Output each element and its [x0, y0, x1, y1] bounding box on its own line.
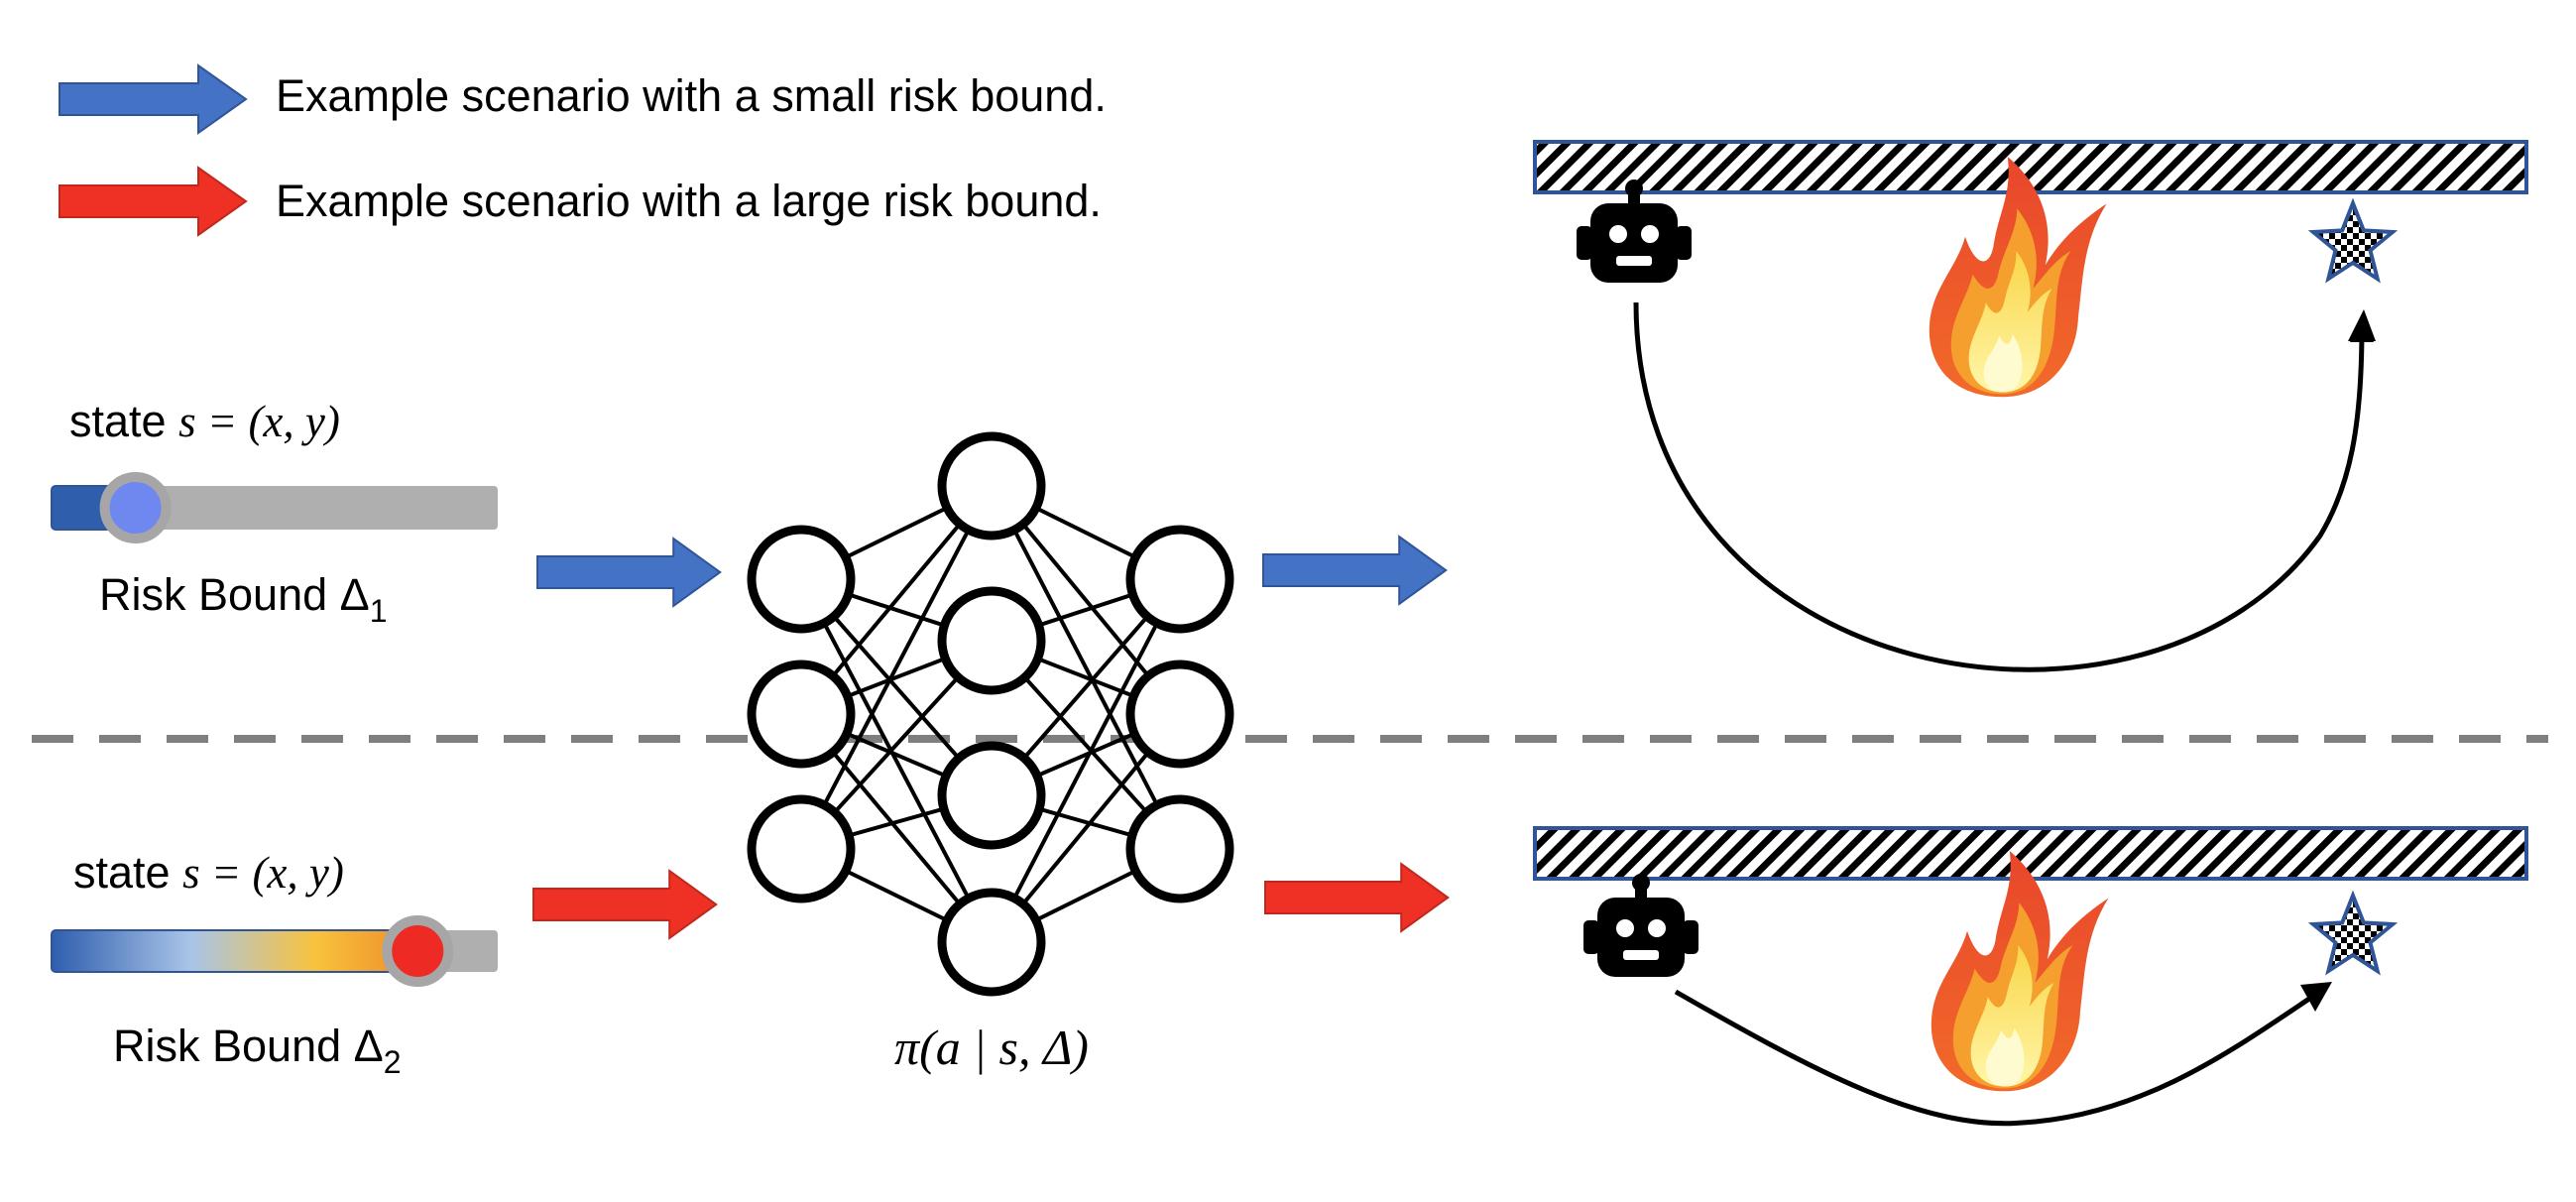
star-goal-icon	[2311, 894, 2395, 973]
fire-icon	[1931, 851, 2109, 1092]
arrow-right-icon	[1262, 536, 1448, 605]
bottom-inputs: state s = (x, y) Risk Bound Δ2	[51, 847, 718, 1080]
risk-slider-large[interactable]	[51, 915, 498, 987]
network-node-layer-2	[937, 431, 1046, 541]
trajectory-path	[1633, 301, 2365, 672]
network-node-layer-1	[747, 660, 856, 769]
network-node-layer-2	[937, 586, 1046, 695]
network-node-layer-2	[937, 888, 1046, 997]
legend: Example scenario with a small risk bound…	[59, 64, 1107, 236]
network-node-layer-3	[1125, 794, 1234, 903]
network-edges	[799, 484, 1182, 944]
robot-icon	[1577, 180, 1692, 283]
star-goal-icon	[2311, 201, 2395, 281]
network-node-layer-1	[747, 525, 856, 634]
risk-slider-small[interactable]	[51, 472, 498, 543]
network-node-layer-1	[747, 794, 856, 903]
network-node-layer-3	[1125, 660, 1234, 769]
network-node-layer-2	[937, 741, 1046, 850]
network-edge	[799, 485, 994, 850]
policy-label: π(a | s, Δ)	[894, 1020, 1089, 1075]
arrow-right-icon	[59, 64, 247, 134]
trajectory-arrowhead	[2300, 982, 2332, 1012]
top-environment	[1533, 140, 2528, 672]
legend-large-risk: Example scenario with a large risk bound…	[276, 176, 1102, 226]
arrow-right-icon	[59, 167, 247, 236]
network-edge	[990, 485, 1182, 850]
network-nodes	[747, 431, 1234, 997]
wall-obstacle	[1533, 826, 2528, 881]
policy-network	[747, 431, 1234, 997]
trajectory-path	[1674, 989, 2314, 1127]
slider-knob[interactable]	[382, 915, 454, 987]
top-state-label: state s = (x, y)	[69, 396, 340, 446]
top-inputs: state s = (x, y) Risk Bound Δ1	[51, 396, 722, 629]
network-edge	[990, 578, 1182, 943]
bottom-state-label: state s = (x, y)	[73, 847, 344, 898]
arrow-right-icon	[1264, 863, 1450, 932]
robot-icon	[1583, 874, 1698, 977]
legend-small-risk: Example scenario with a small risk bound…	[276, 70, 1107, 121]
bottom-environment	[1533, 826, 2528, 1127]
arrow-right-icon	[532, 870, 718, 939]
bottom-risk-bound-label: Risk Bound Δ2	[113, 1021, 401, 1080]
top-risk-bound-label: Risk Bound Δ1	[99, 569, 387, 629]
network-edge	[799, 578, 994, 943]
trajectory-arrowhead	[2348, 309, 2376, 341]
slider-fill	[51, 929, 419, 973]
arrow-right-icon	[536, 538, 722, 607]
network-node-layer-3	[1125, 525, 1234, 634]
slider-knob[interactable]	[99, 472, 172, 543]
